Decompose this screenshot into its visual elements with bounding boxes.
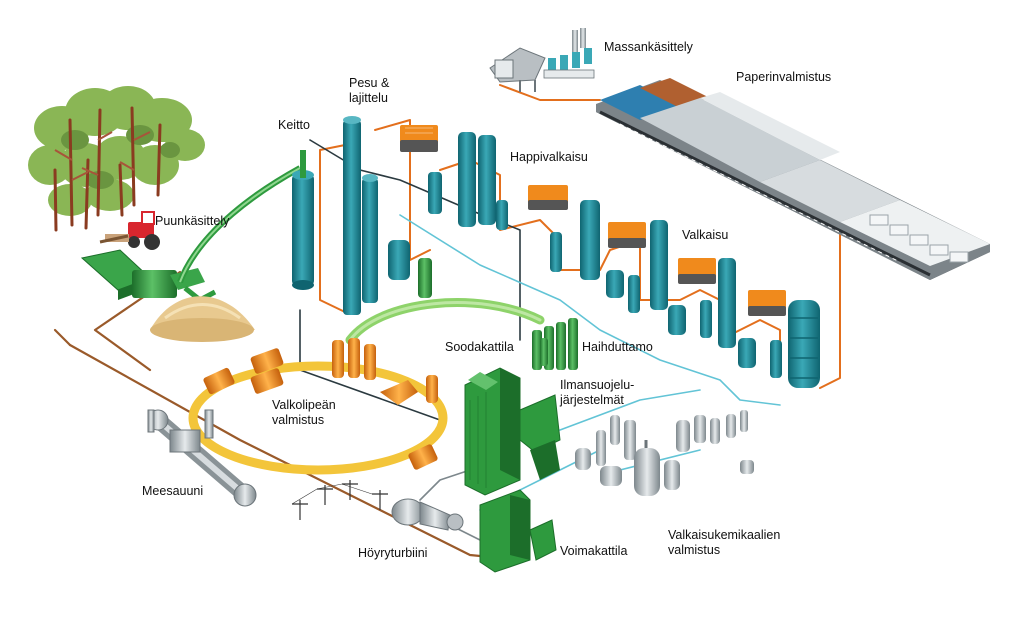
- label-meesauuni: Meesauuni: [142, 484, 204, 498]
- label-pesu-line1: Pesu &: [349, 76, 390, 90]
- evaporation-plant: [532, 318, 578, 370]
- recovery-boiler: [464, 367, 561, 496]
- label-haihduttamo: Haihduttamo: [582, 340, 653, 354]
- forest-illustration: [28, 86, 205, 232]
- lime-cycle-ring: [188, 361, 448, 475]
- paper-machine: [596, 78, 990, 280]
- bleaching-units: [528, 185, 820, 388]
- lime-kiln: [147, 409, 257, 507]
- label-ilmansuojelujarjestelmat: Ilmansuojelu- järjestelmät: [560, 378, 634, 408]
- power-line-poles: [291, 480, 388, 520]
- label-puunkasittely: Puunkäsittely: [155, 214, 230, 228]
- label-valkolipea-line1: Valkolipeän: [272, 398, 336, 412]
- washer-unit: [608, 222, 646, 248]
- digester-keitto: [292, 150, 314, 290]
- washer-unit: [678, 258, 716, 284]
- white-liquor-plant: [203, 338, 438, 470]
- label-voimakattila: Voimakattila: [560, 544, 628, 558]
- bleaching-chemical-plant: [575, 410, 754, 496]
- oxygen-delignification-units: [400, 125, 508, 230]
- label-ilmansuojelu-line1: Ilmansuojelu-: [560, 378, 635, 392]
- pulp-handling-equipment: [489, 28, 595, 92]
- pulp-tank-row: [543, 28, 595, 79]
- label-pesu-lajittelu: Pesu & lajittelu: [349, 76, 389, 106]
- green-liquor-arc: [345, 298, 545, 345]
- pipe-cyan: [399, 214, 781, 511]
- label-valkaisu: Valkaisu: [682, 228, 729, 242]
- label-soodakattila: Soodakattila: [445, 340, 514, 354]
- pipe-brown-left: [53, 328, 72, 347]
- label-happivalkaisu: Happivalkaisu: [510, 150, 588, 164]
- wood-handling-equipment: [80, 165, 302, 303]
- label-valkaisukemikaalien-valmistus: Valkaisukemikaalien valmistus: [668, 528, 780, 558]
- power-boiler: [479, 489, 557, 573]
- label-pesu-line2: lajittelu: [349, 91, 388, 105]
- label-keitto: Keitto: [278, 118, 310, 132]
- steam-turbine: [391, 498, 464, 531]
- label-valkolipean-valmistus: Valkolipeän valmistus: [272, 398, 336, 428]
- washing-screening-towers: [343, 116, 432, 315]
- label-ilmansuojelu-line2: järjestelmät: [560, 393, 624, 407]
- label-valkaisukemikaalien-line1: Valkaisukemikaalien: [668, 528, 781, 542]
- label-massankasittely: Massankäsittely: [604, 40, 693, 54]
- label-hoyryturbiini: Höyryturbiini: [358, 546, 428, 560]
- wood-chip-pile: [150, 296, 255, 342]
- tractor-illustration: [99, 211, 160, 250]
- label-valkolipea-line2: valmistus: [272, 413, 325, 427]
- washer-unit: [528, 185, 568, 210]
- paper-machine-rolls: [869, 214, 969, 263]
- label-valkaisukemikaalien-line2: valmistus: [668, 543, 721, 557]
- pipe-orange-top: [499, 84, 601, 101]
- label-paperinvalmistus: Paperinvalmistus: [736, 70, 832, 84]
- washer-unit: [400, 125, 438, 152]
- washer-unit: [748, 290, 786, 316]
